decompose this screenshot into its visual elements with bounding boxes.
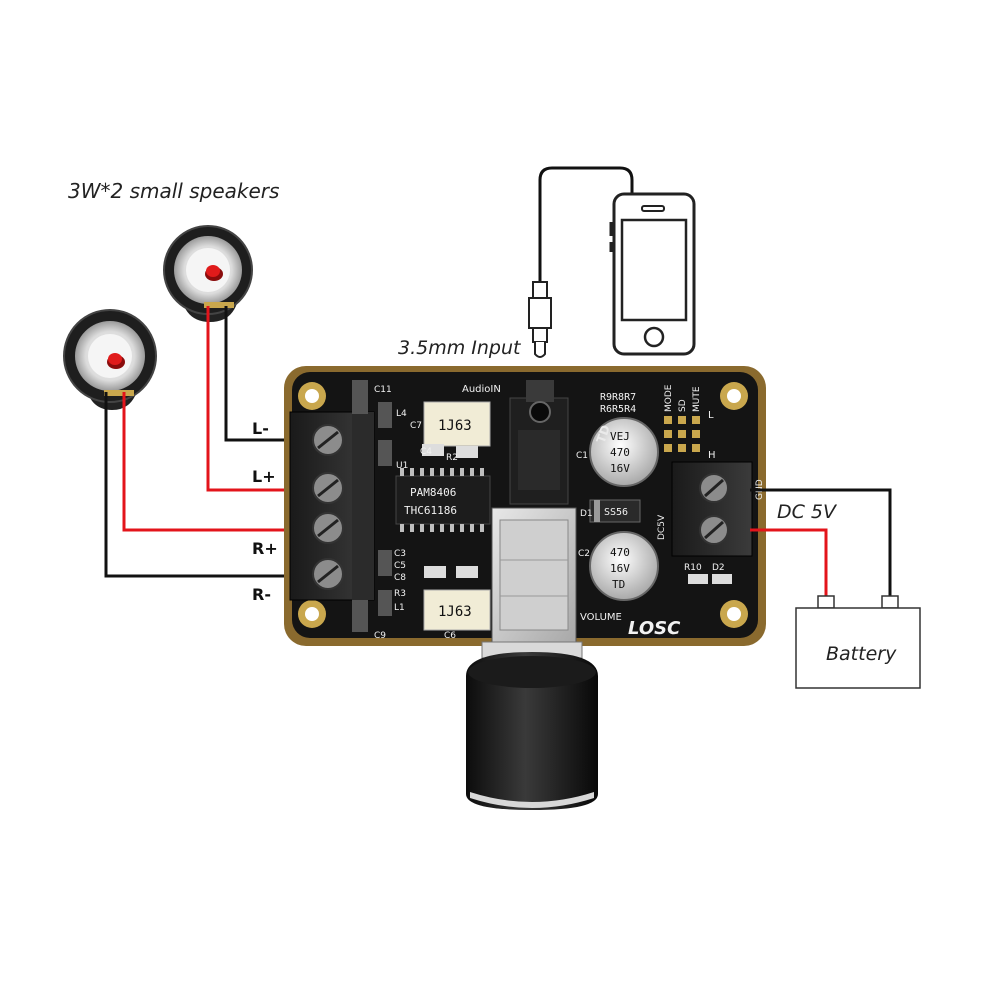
battery-caption: Battery [826,643,897,665]
terminal-screw [312,512,344,544]
wire-l-plus [206,306,294,492]
ref-l1: L1 [394,603,405,613]
mounting-hole [720,382,748,410]
amplifier-chip: PAM8406 THC61186 [395,468,491,532]
silk-mode: MODE [664,384,674,412]
mounting-hole [298,600,326,628]
wire-power-negative [750,488,892,598]
board-logo: LOSC [628,618,681,639]
electrolytic-capacitor-c1: TD VEJ 470 16V [589,417,659,487]
battery-icon [795,595,921,689]
power-caption: DC 5V [777,501,838,523]
ref-c4: C4 [420,447,432,457]
svg-text:SS56: SS56 [604,507,628,518]
audio-jack [509,380,569,505]
smd-resistor [424,566,446,578]
led-d2 [712,574,732,584]
svg-text:THC61186: THC61186 [404,504,457,517]
svg-text:VEJ: VEJ [610,430,630,443]
svg-text:16V: 16V [610,462,630,475]
smd-capacitor [352,380,368,414]
ref-u1: U1 [396,461,408,471]
svg-text:470: 470 [610,446,630,459]
wire-r-minus [104,392,294,578]
label-r-minus: R- [252,585,271,604]
wire-power-positive [750,528,828,598]
ref-r2: R2 [446,453,458,463]
wire-r-plus [122,392,294,532]
inductor-bottom: 1J63 [423,589,491,631]
ref-c11: C11 [374,385,392,395]
svg-text:PAM8406: PAM8406 [410,486,456,499]
svg-text:1J63: 1J63 [438,604,472,620]
svg-text:1J63: 1J63 [438,418,472,434]
label-l-plus: L+ [252,467,276,486]
smd-resistor [456,446,478,458]
silk-audio-in: AudioIN [462,384,501,395]
inductor-top: 1J63 [423,401,491,447]
mounting-hole [720,600,748,628]
terminal-screw [699,515,729,545]
diode-ss56: SS56 [589,499,641,523]
svg-text:TD: TD [594,423,613,445]
smd-resistor [456,566,478,578]
input-caption: 3.5mm Input [398,337,522,359]
ref-c8: C8 [394,573,406,583]
silk-resistor-row2: R6R5R4 [600,404,636,415]
svg-text:TD: TD [612,578,625,591]
electrolytic-capacitor-c2: 470 16V TD [589,531,659,601]
ref-d1: D1 [580,509,593,519]
terminal-screw [312,424,344,456]
speaker-right-icon [63,309,157,410]
mode-jumper-pads [664,416,700,452]
silk-sd: SD [678,399,688,412]
smd-inductor [378,402,392,428]
silk-volume: VOLUME [580,612,622,623]
terminal-screw [312,558,344,590]
ref-r3: R3 [394,589,406,599]
ref-c7: C7 [410,421,422,431]
silk-dc5v: DC5V [657,514,667,540]
audio-cable [538,166,634,282]
smd-resistor [422,444,444,456]
smd-inductor [378,550,392,576]
ref-r10: R10 [684,563,702,573]
svg-text:470: 470 [610,546,630,559]
speakers-caption: 3W*2 small speakers [68,179,279,203]
smd-inductor [378,590,392,616]
silk-jumper-h: H [708,450,716,461]
power-terminal-block [671,461,753,557]
silk-jumper-l: L [708,410,714,421]
terminal-screw [699,473,729,503]
label-l-minus: L- [252,419,269,438]
ref-c5: C5 [394,561,406,571]
svg-text:16V: 16V [610,562,630,575]
ref-c6: C6 [444,631,456,641]
mounting-hole [298,382,326,410]
volume-knob[interactable] [466,641,598,810]
smd-inductor [378,440,392,466]
ref-l4: L4 [396,409,407,419]
silk-resistor-row1: R9R8R7 [600,392,636,403]
ref-c2: C2 [578,549,590,559]
label-r-plus: R+ [252,539,278,558]
volume-potentiometer [491,507,577,643]
smd-capacitor [352,600,368,632]
ref-c9: C9 [374,631,386,641]
amplifier-board: 1J63 1J63 PAM8406 THC61186 [284,366,766,646]
ref-c3: C3 [394,549,406,559]
audio-plug [528,281,552,358]
ref-d2: D2 [712,563,725,573]
silk-mute: MUTE [692,386,702,412]
phone-icon [609,192,696,356]
speaker-terminal-block [289,411,375,601]
wire-l-minus [224,306,294,442]
ref-c1: C1 [576,451,588,461]
terminal-screw [312,472,344,504]
smd-resistor [688,574,708,584]
